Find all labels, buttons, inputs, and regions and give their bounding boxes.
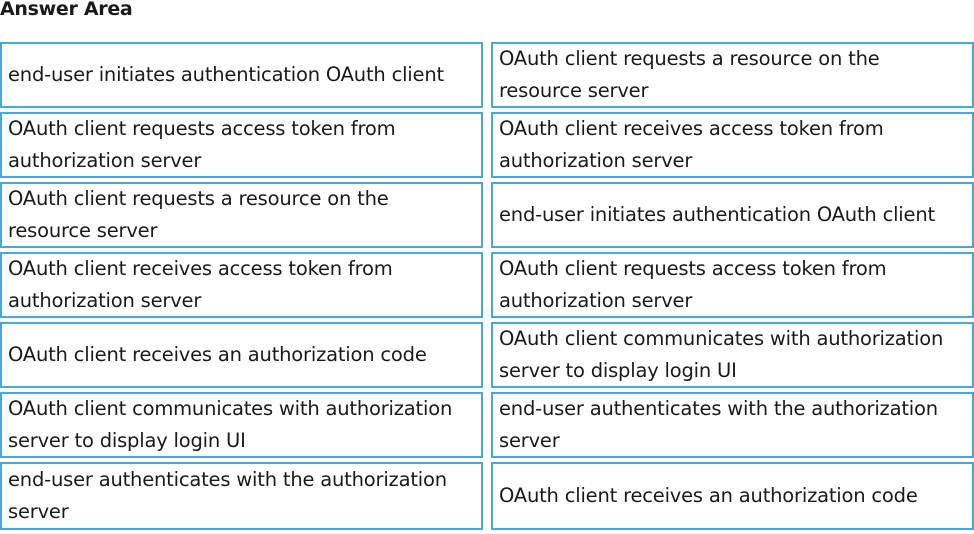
action-item[interactable]: OAuth client requests a resource on the … <box>0 182 483 248</box>
answer-slot[interactable]: OAuth client communicates with authoriza… <box>491 322 974 388</box>
answer-list: OAuth client requests a resource on the … <box>491 42 974 534</box>
actions-list: end-user initiates authentication OAuth … <box>0 42 483 534</box>
answer-slot[interactable]: end-user authenticates with the authoriz… <box>491 392 974 458</box>
answer-slot[interactable]: OAuth client receives an authorization c… <box>491 462 974 530</box>
answer-slot[interactable]: OAuth client requests access token from … <box>491 252 974 318</box>
answer-slot[interactable]: OAuth client requests a resource on the … <box>491 42 974 108</box>
answer-slot[interactable]: end-user initiates authentication OAuth … <box>491 182 974 248</box>
answer-area-title: Answer Area <box>0 0 133 20</box>
action-item[interactable]: OAuth client requests access token from … <box>0 112 483 178</box>
action-item[interactable]: end-user initiates authentication OAuth … <box>0 42 483 108</box>
action-item[interactable]: end-user authenticates with the authoriz… <box>0 462 483 530</box>
action-item[interactable]: OAuth client receives access token from … <box>0 252 483 318</box>
action-item[interactable]: OAuth client communicates with authoriza… <box>0 392 483 458</box>
action-item[interactable]: OAuth client receives an authorization c… <box>0 322 483 388</box>
answer-slot[interactable]: OAuth client receives access token from … <box>491 112 974 178</box>
